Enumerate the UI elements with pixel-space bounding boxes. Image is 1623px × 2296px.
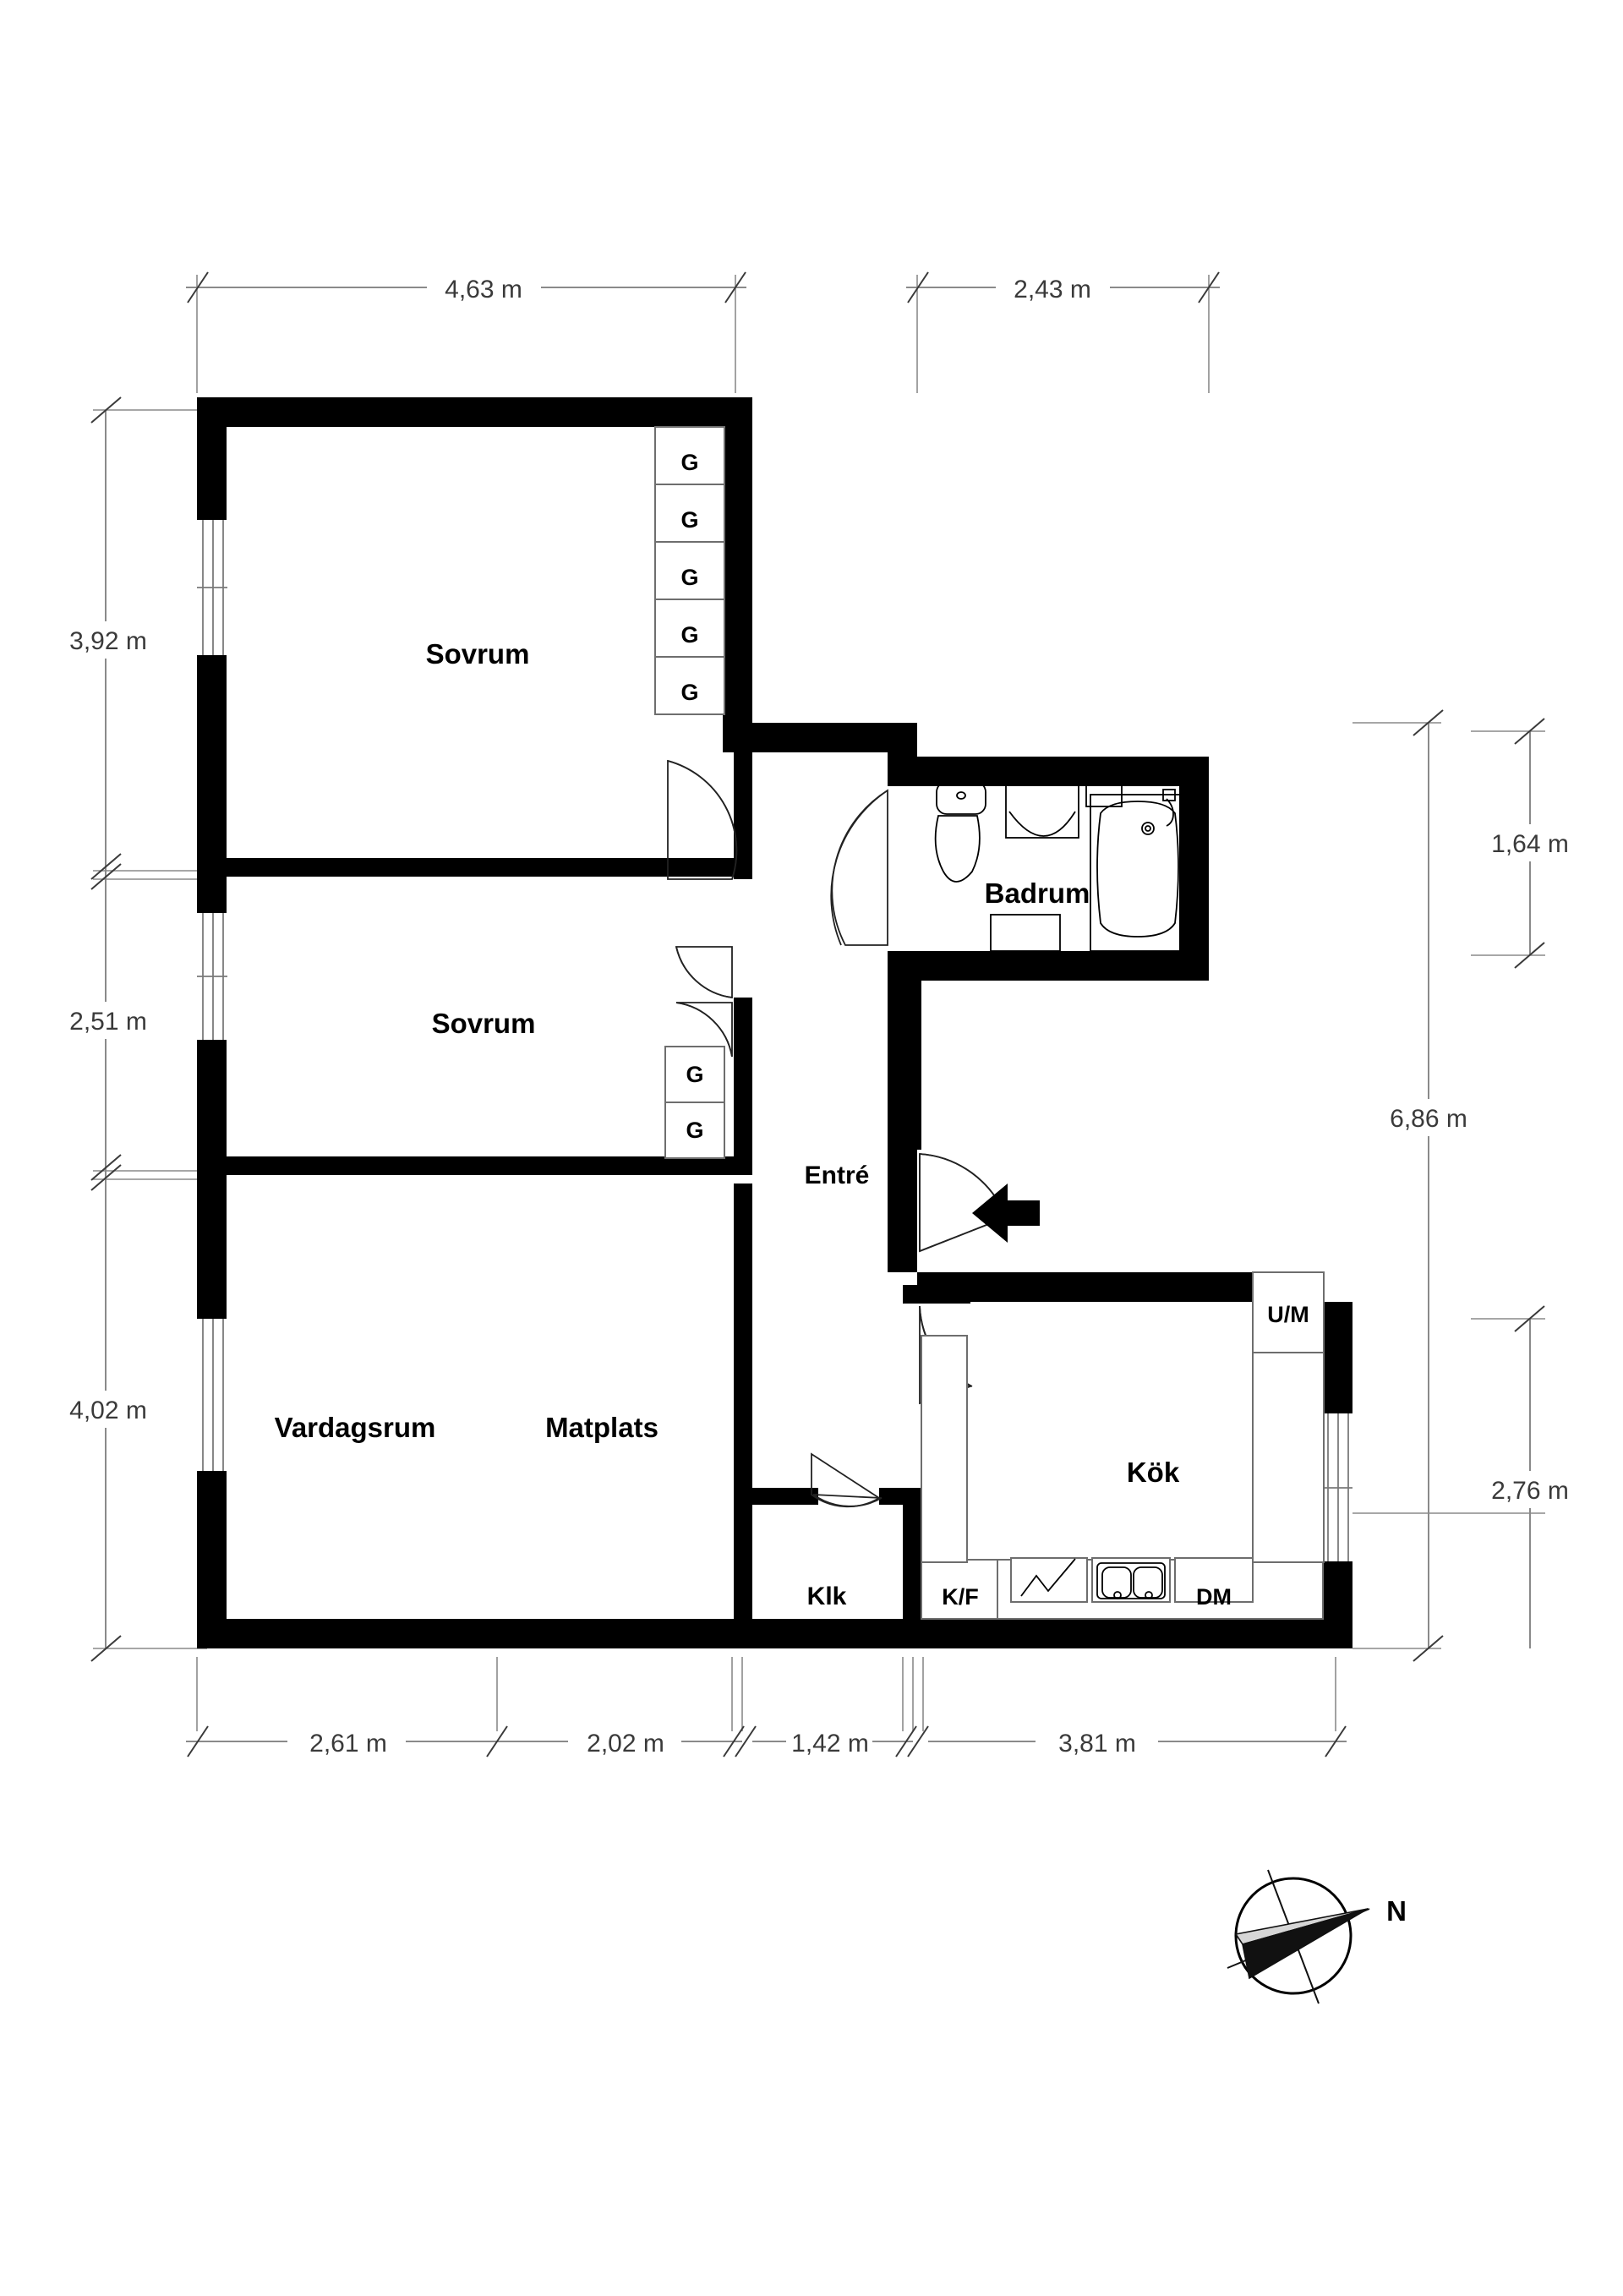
- dimension-left-2: 2,51 m: [69, 1008, 147, 1036]
- appliance-label-um: U/M: [1267, 1302, 1309, 1327]
- bathroom-fixtures: [934, 781, 1184, 952]
- toilet-icon: [934, 781, 986, 883]
- dimension-bottom-4: 3,81 m: [1058, 1730, 1136, 1758]
- room-labels: Sovrum Sovrum Vardagsrum Matplats Entré …: [275, 638, 1180, 1610]
- dimension-right-1-64: 1,64 m: [1491, 830, 1569, 858]
- wardrobe-label-g: G: [680, 450, 698, 475]
- washbasin-icon: [1005, 783, 1079, 839]
- room-label-matplats: Matplats: [545, 1412, 658, 1443]
- dimension-left-1: 3,92 m: [69, 627, 147, 655]
- dimension-bottom-2: 2,02 m: [587, 1730, 664, 1758]
- dimension-group-left: 3,92 m 2,51 m 4,02 m: [34, 396, 211, 1662]
- dimension-bottom-1: 2,61 m: [309, 1730, 387, 1758]
- appliance-labels: K/F DM U/M: [942, 1302, 1309, 1610]
- bathtub-icon: [1090, 789, 1184, 952]
- sink-icon: [1091, 1557, 1171, 1603]
- entrance-arrow-icon: [972, 1184, 1040, 1243]
- dimension-group-right-inner: 1,64 m 2,76 m: [1352, 718, 1608, 1648]
- wardrobe-bank-sovrum-1: G G G G G: [654, 426, 725, 715]
- walls: [197, 397, 1352, 1648]
- wardrobe-label-g: G: [686, 1062, 703, 1087]
- stove-icon: [1020, 1558, 1076, 1597]
- room-label-vardagsrum: Vardagsrum: [275, 1412, 436, 1443]
- dimension-top-1: 4,63 m: [445, 276, 522, 303]
- wardrobe-label-g: G: [680, 565, 698, 590]
- wardrobe-bank-sovrum-2: G G: [664, 1046, 725, 1159]
- dimension-bottom-3: 1,42 m: [791, 1730, 869, 1758]
- dimension-right-2-76: 2,76 m: [1491, 1477, 1569, 1505]
- compass-rose: N: [1227, 1869, 1407, 2004]
- wardrobe-label-g: G: [680, 622, 698, 648]
- room-label-klk: Klk: [807, 1583, 847, 1610]
- room-label-sovrum-2: Sovrum: [432, 1008, 536, 1039]
- dimension-left-3: 4,02 m: [69, 1397, 147, 1424]
- room-label-entre: Entré: [805, 1162, 870, 1189]
- room-label-badrum: Badrum: [985, 877, 1090, 909]
- dimension-top-2: 2,43 m: [1014, 276, 1091, 303]
- dimension-right-6-86: 6,86 m: [1390, 1105, 1467, 1133]
- appliance-label-kf: K/F: [942, 1584, 979, 1610]
- wardrobe-label-g: G: [680, 507, 698, 533]
- wardrobe-label-g: G: [686, 1118, 703, 1143]
- room-label-kok: Kök: [1127, 1457, 1180, 1488]
- wardrobe-label-g: G: [680, 680, 698, 705]
- appliance-label-dm: DM: [1196, 1584, 1232, 1610]
- dimension-group-right-outer: 6,86 m: [1352, 709, 1506, 1662]
- compass-north-label: N: [1386, 1895, 1407, 1927]
- kitchen-fixtures: [921, 1271, 1325, 1620]
- dimension-group-top: 4,63 m 2,43 m: [186, 271, 1220, 393]
- room-label-sovrum-1: Sovrum: [426, 638, 530, 670]
- windows: [197, 520, 1352, 1561]
- dimension-group-bottom: 2,61 m 2,02 m 1,42 m 3,81 m: [186, 1657, 1347, 1758]
